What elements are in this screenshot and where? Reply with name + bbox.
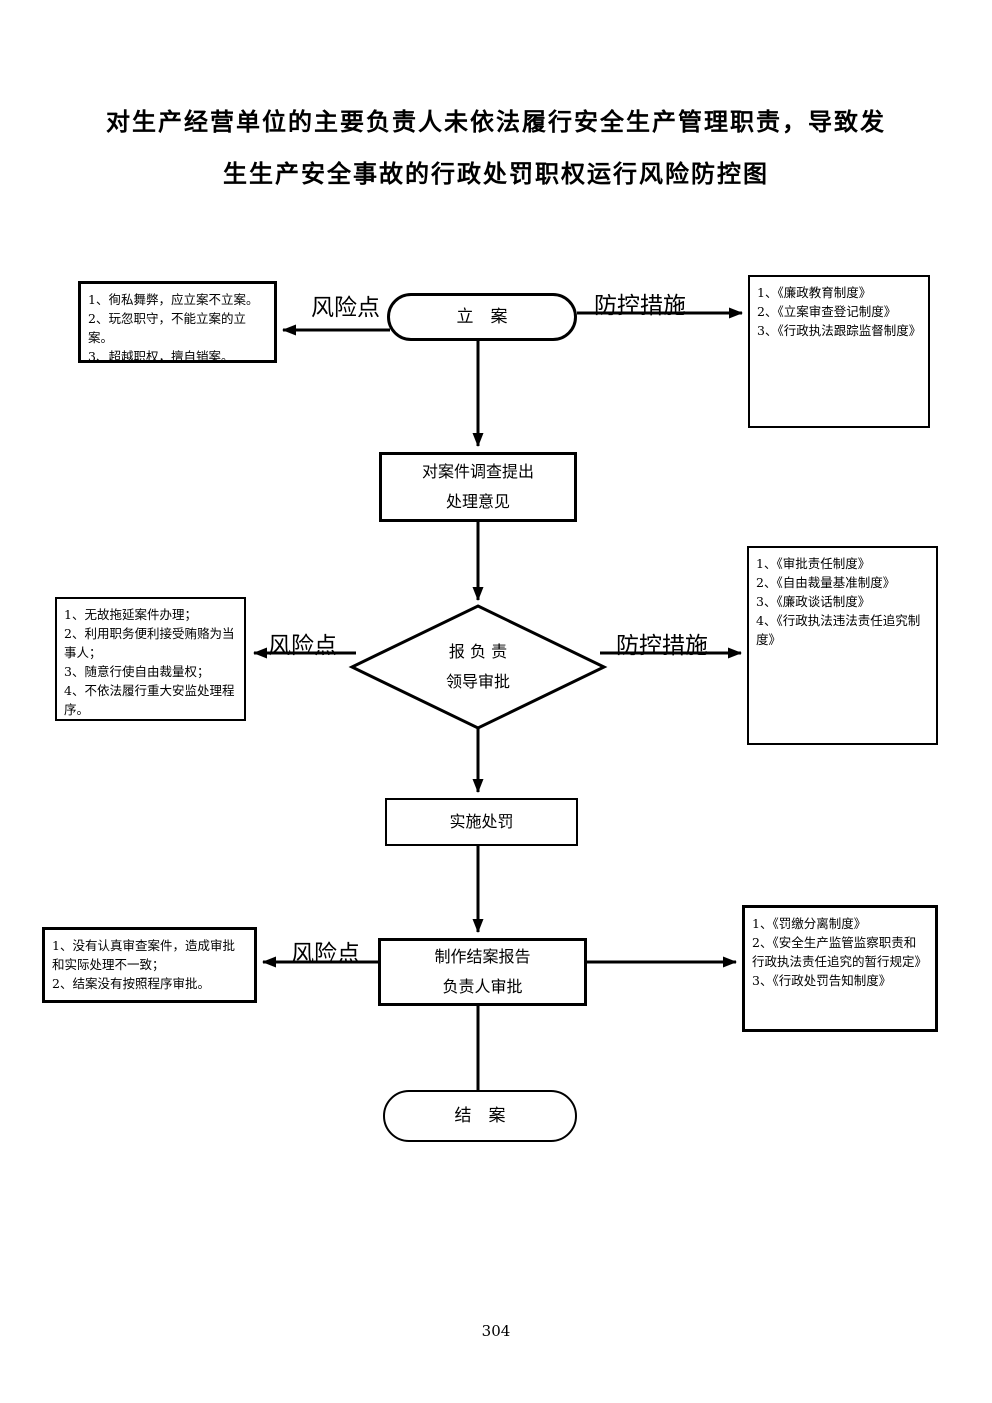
text-line: 4、不依法履行重大安监处理程序。 xyxy=(64,683,235,717)
text-line: 2、利用职务便利接受贿赂为当事人； xyxy=(64,626,235,660)
text-line: 1、《廉政教育制度》 xyxy=(757,285,872,300)
page-title-line-2: 生生产安全事故的行政处罚职权运行风险防控图 xyxy=(223,159,769,188)
text-line: 3、《行政执法跟踪监督制度》 xyxy=(757,323,922,338)
node-implement-penalty-label: 实施处罚 xyxy=(449,812,514,831)
page-title-line-1: 对生产经营单位的主要负责人未依法履行安全生产管理职责，导致发 xyxy=(106,107,886,136)
text-line: 领导审批 xyxy=(445,672,510,691)
risk-box-1: 1、徇私舞弊，应立案不立案。 2、玩忽职守，不能立案的立案。 3、超越职权，擅自销案… xyxy=(78,281,277,364)
text-line: 4、《行政执法违法责任追究制度》 xyxy=(756,613,921,647)
text-line: 3、《行政处罚告知制度》 xyxy=(752,973,892,988)
text-line: 制作结案报告 xyxy=(434,947,531,966)
node-closing-report: 制作结案报告负责人审批 xyxy=(378,938,587,1006)
risk-label-3: 风险点 xyxy=(291,941,360,967)
text-line: 2、《立案审查登记制度》 xyxy=(757,304,897,319)
text-line: 2、《安全生产监管监察职责和行政执法责任追究的暂行规定》 xyxy=(752,935,928,969)
measure-box-2: 1、《审批责任制度》 2、《自由裁量基准制度》 3、《廉政谈话制度》 4、《行政执法违… xyxy=(747,546,938,745)
risk-label-2: 风险点 xyxy=(268,633,337,659)
text-line: 3、随意行使自由裁量权； xyxy=(64,664,210,679)
node-case-filing: 立 案 xyxy=(387,293,577,341)
text-line: 3、《廉政谈话制度》 xyxy=(756,594,871,609)
text-line: 2、结案没有按照程序审批。 xyxy=(52,976,210,991)
measure-label-2: 防控措施 xyxy=(616,633,708,659)
text-line: 1、徇私舞弊，应立案不立案。 xyxy=(88,292,259,307)
text-line: 处理意见 xyxy=(445,492,510,511)
text-line: 负责人审批 xyxy=(442,977,523,996)
text-line: 1、没有认真审查案件，造成审批和实际处理不一致； xyxy=(52,938,235,972)
node-investigation-opinion: 对案件调查提出处理意见 xyxy=(379,452,577,522)
node-case-closed-label: 结 案 xyxy=(454,1106,506,1126)
risk-box-3: 1、没有认真审查案件，造成审批和实际处理不一致； 2、结案没有按照程序审批。 xyxy=(42,927,257,1003)
text-line: 报 负 责 xyxy=(448,642,508,661)
text-line: 1、《审批责任制度》 xyxy=(756,556,871,571)
page-number: 304 xyxy=(481,1322,511,1340)
text-line: 对案件调查提出 xyxy=(421,462,534,481)
text-line: 3、超越职权，擅自销案。 xyxy=(88,349,234,364)
text-line: 2、《自由裁量基准制度》 xyxy=(756,575,896,590)
text-line: 1、《罚缴分离制度》 xyxy=(752,916,867,931)
node-implement-penalty: 实施处罚 xyxy=(385,798,578,846)
measure-box-3: 1、《罚缴分离制度》 2、《安全生产监管监察职责和行政执法责任追究的暂行规定》 3、… xyxy=(742,905,938,1032)
node-leader-approval-label: 报 负 责领导审批 xyxy=(378,637,578,697)
risk-label-1: 风险点 xyxy=(311,295,380,321)
risk-box-2: 1、无故拖延案件办理； 2、利用职务便利接受贿赂为当事人； 3、随意行使自由裁量权；… xyxy=(55,597,246,721)
node-case-closed: 结 案 xyxy=(383,1090,577,1142)
text-line: 2、玩忽职守，不能立案的立案。 xyxy=(88,311,246,345)
measure-box-1: 1、《廉政教育制度》 2、《立案审查登记制度》 3、《行政执法跟踪监督制度》 xyxy=(748,275,930,428)
text-line: 1、无故拖延案件办理； xyxy=(64,607,197,622)
measure-label-1: 防控措施 xyxy=(594,293,686,319)
node-case-filing-label: 立 案 xyxy=(456,307,508,327)
